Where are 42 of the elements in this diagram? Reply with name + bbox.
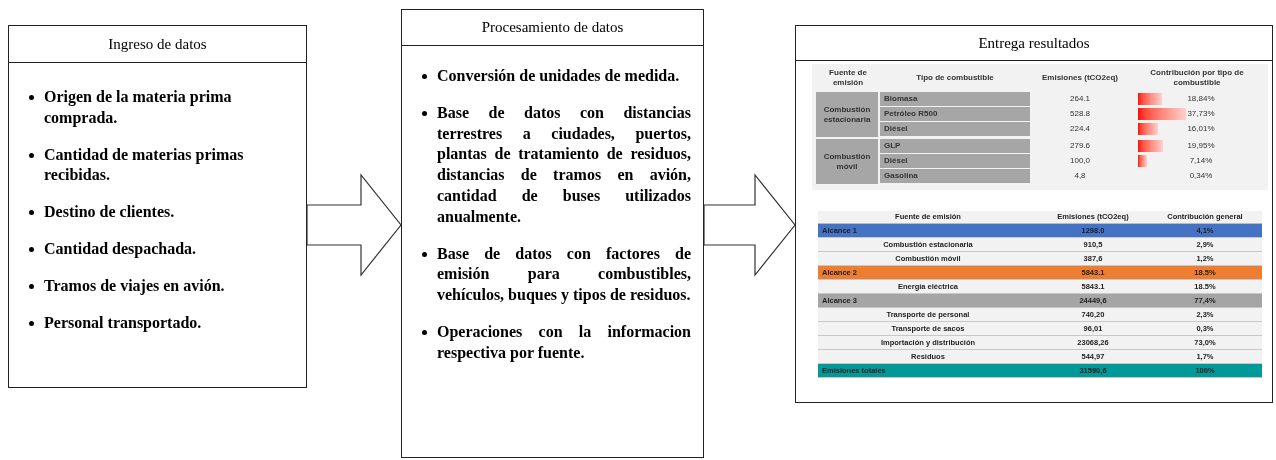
percent-value: 7,14% <box>1189 155 1213 167</box>
column-header: Emisiones (tCO2eq) <box>1041 73 1119 83</box>
fuel-cell: Petróleo R500 <box>880 107 1030 121</box>
bullet-item: Base de datos con factores de emisión para combustibles, vehículos, buques y tipos de residuos. <box>437 243 691 306</box>
block-arrow <box>306 173 402 277</box>
value-cell-text: 224.4 <box>1069 123 1091 135</box>
bullet-item: Personal transportado. <box>44 312 203 334</box>
bullet-item: Origen de la materia prima comprada. <box>44 87 233 129</box>
column-header: Tipo de combustible <box>915 73 995 83</box>
percent-value: 18,84% <box>1187 93 1215 105</box>
bullet-item: Tramos de viajes en avión. <box>44 275 226 297</box>
panel-box <box>795 25 1273 403</box>
fuel-cell: Diésel <box>880 154 1030 168</box>
bullet-item: Cantidad despachada. <box>44 239 198 260</box>
fuel-cell: Gasolina <box>880 169 1030 183</box>
value-cell-text: 279.6 <box>1069 140 1091 152</box>
fuel-cell: Diésel <box>880 122 1030 136</box>
fuel-cell: Biomasa <box>880 92 1030 106</box>
bullet-item: Destino de clientes. <box>44 202 176 223</box>
value-cell-text: 100,0 <box>1069 155 1091 167</box>
group-cell: Combustión estacionaria <box>816 92 878 137</box>
percent-value: 0,34% <box>1189 170 1213 182</box>
column-header: Fuente de emisión <box>828 68 868 88</box>
percent-value: 16,01% <box>1187 123 1215 135</box>
panel-box <box>401 9 704 458</box>
bullet-item: Cantidad de materias primas recibidas. <box>44 144 245 186</box>
panel-header: Procesamiento de datos <box>402 10 703 46</box>
bullet-item: Operaciones con la informacion respectiva por fuente. <box>437 321 691 364</box>
fuel-cell: GLP <box>880 139 1030 153</box>
panel-header: Entrega resultados <box>796 26 1272 61</box>
group-cell: Combustión móvil <box>816 139 878 184</box>
percent-value: 19,95% <box>1187 140 1215 152</box>
bullet-item: Base de datos con distancias terrestres a ciudades, puertos, plantas de tratamiento de residuos, distancias de tramos en avión, cantidad de buses utilizados anualmente. <box>437 102 691 227</box>
column-header: Contribución por tipo de combustible <box>1149 68 1245 88</box>
panel-header: Ingreso de datos <box>9 26 306 63</box>
bullet-item: Conversión de unidades de medida. <box>437 66 681 86</box>
value-cell-text: 4,8 <box>1073 170 1087 182</box>
block-arrow <box>703 173 796 277</box>
panel-box <box>8 25 307 388</box>
value-cell-text: 264.1 <box>1069 93 1091 105</box>
value-cell-text: 528.8 <box>1069 108 1091 120</box>
percent-value: 37,73% <box>1187 108 1215 120</box>
